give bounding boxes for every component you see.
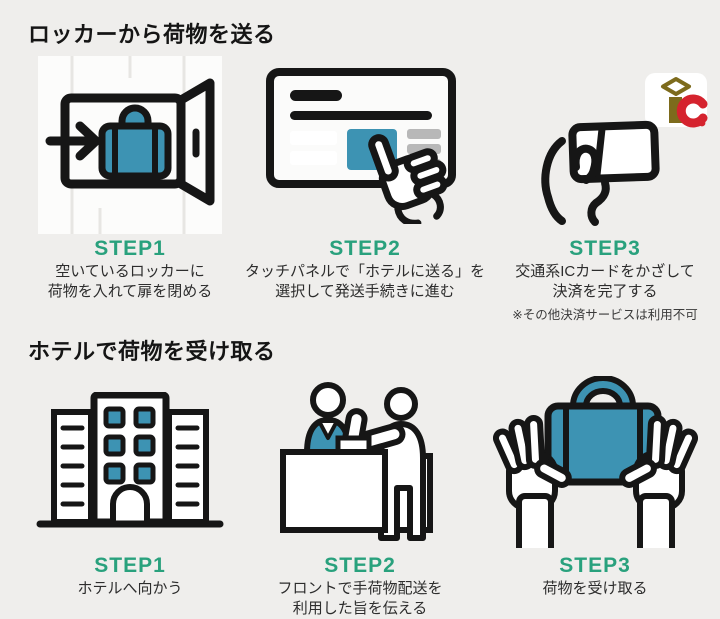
caption-line: 決済を完了する [552,282,658,300]
step-label: STEP2 [324,554,396,577]
section-send-from-locker: ロッカーから荷物を送る [15,22,708,323]
caption-line: ホテルへ向かう [77,580,183,598]
steps-row-receive: STEP1 ホテルへ向かう [15,373,705,618]
step-card-hotel: STEP1 ホテルへ向かう [15,373,245,599]
step-illustration [492,373,698,551]
step-card-ic-payment: STEP3 交通系ICカードをかざして 決済を完了する ※その他決済サービスは利… [485,56,720,323]
caption-line: 空いているロッカーに [55,263,205,281]
locker-deposit-icon [38,55,222,234]
caption-line: タッチパネルで「ホテルに送る」を [245,263,486,281]
step-label: STEP3 [559,554,631,577]
section-title-receive: ホテルで荷物を受け取る [28,339,276,365]
step-label: STEP1 [94,554,166,577]
step-caption: タッチパネルで「ホテルに送る」を 選択して発送手続きに進む [245,262,485,301]
step-illustration [498,56,713,234]
receive-luggage-icon [492,376,698,548]
caption-line: 荷物を受け取る [542,580,648,598]
step-label: STEP2 [329,236,401,260]
caption-line: 選択して発送手続きに進む [275,282,455,300]
section-receive-at-hotel: ホテルで荷物を受け取る [15,339,705,618]
left-hand-icon [492,414,572,548]
caption-line: 荷物を入れて扉を閉める [47,282,213,300]
step-illustration [265,56,465,234]
step-caption: 荷物を受け取る [542,579,647,599]
hotel-building-icon [36,392,224,528]
ic-card-tap-icon [540,72,708,226]
transit-ic-logo-icon [644,72,708,128]
step-note: ※その他決済サービスは利用不可 [512,308,698,323]
step-caption: 空いているロッカーに 荷物を入れて扉を閉める [48,262,213,301]
caption-line: 利用した旨を伝える [292,599,428,617]
step-card-touch-panel: STEP2 タッチパネルで「ホテルに送る」を 選択して発送手続きに進む [245,56,485,301]
step-card-front-desk: STEP2 フロントで手荷物配送を 利用した旨を伝える [245,373,475,618]
section-title-send: ロッカーから荷物を送る [28,22,276,47]
caption-line: フロントで手荷物配送を [277,580,443,598]
step-caption: ホテルへ向かう [77,579,182,599]
step-illustration [38,55,222,234]
right-hand-icon [618,414,698,548]
step-illustration [275,373,445,551]
step-label: STEP1 [94,236,166,260]
step-illustration [35,373,225,551]
step-card-locker: STEP1 空いているロッカーに 荷物を入れて扉を閉める [15,55,245,301]
step-label: STEP3 [569,236,641,260]
steps-row-send: STEP1 空いているロッカーに 荷物を入れて扉を閉める [15,55,708,323]
step-caption: フロントで手荷物配送を 利用した旨を伝える [277,579,442,618]
pointer-hand-icon [368,134,448,224]
step-card-receive-luggage: STEP3 荷物を受け取る [475,373,715,599]
front-desk-icon [280,382,433,541]
touch-panel-icon [266,67,456,224]
hand-holding-card-icon [540,120,660,226]
step-caption: 交通系ICカードをかざして 決済を完了する [515,262,695,301]
caption-line: 交通系ICカードをかざして [515,263,695,281]
